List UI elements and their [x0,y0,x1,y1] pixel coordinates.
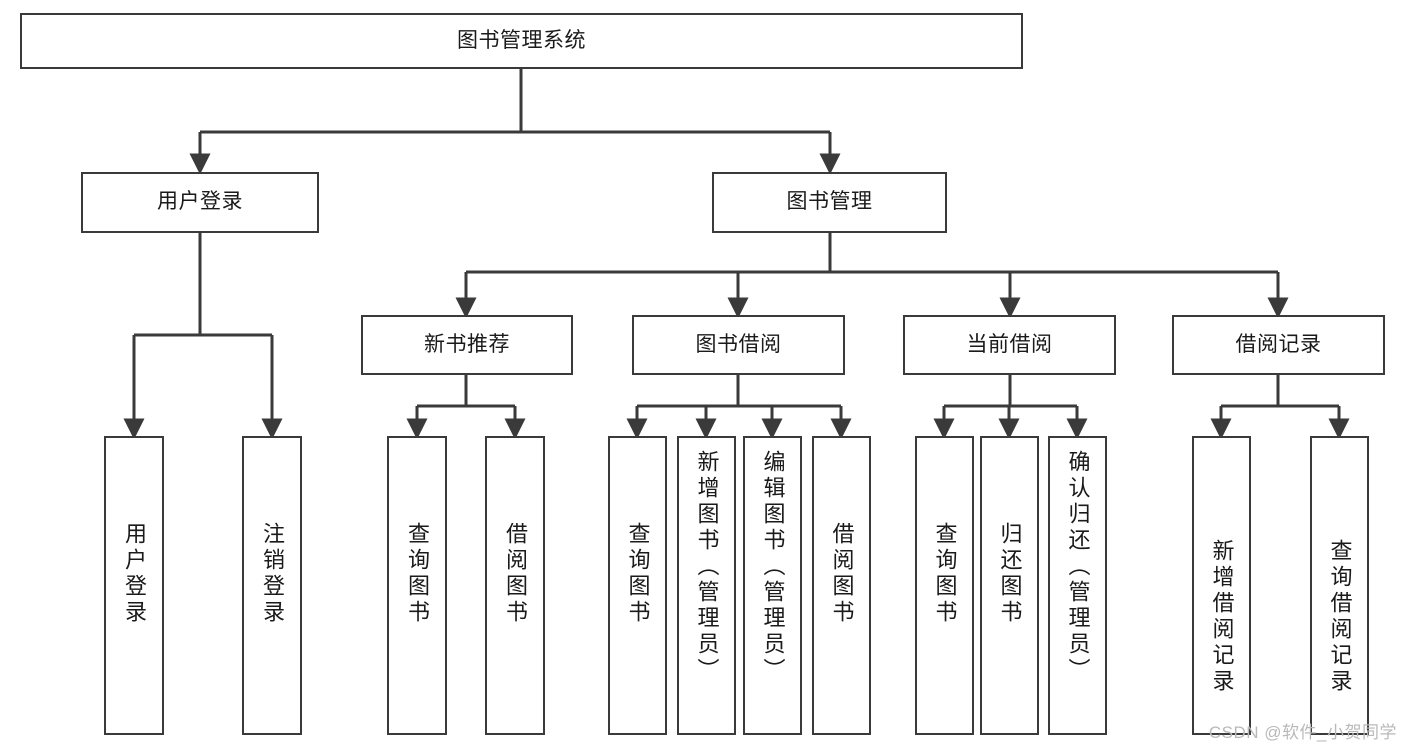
node-book-borrow-label: 图书借阅 [695,332,782,356]
node-borrow-record[interactable]: 借阅记录 [1172,315,1385,375]
leaf-query-record-label: 查询借阅记录 [1327,539,1353,695]
leaf-user-login[interactable]: 用户登录 [104,436,164,735]
leaf-query-book-2-label: 查询图书 [625,522,651,626]
leaf-return-book[interactable]: 归还图书 [980,436,1039,735]
leaf-borrow-book-2-label: 借阅图书 [829,522,855,626]
leaf-add-book-label: 新增图书（管理员） [694,450,720,684]
node-borrow-record-label: 借阅记录 [1235,332,1322,356]
leaf-confirm-return[interactable]: 确认归还（管理员） [1048,436,1107,735]
node-root-label: 图书管理系统 [457,28,586,52]
leaf-query-book-1[interactable]: 查询图书 [387,436,447,735]
leaf-logout[interactable]: 注销登录 [242,436,302,735]
node-new-book-recommend[interactable]: 新书推荐 [361,315,573,375]
leaf-borrow-book-1-label: 借阅图书 [503,522,528,626]
leaf-add-book[interactable]: 新增图书（管理员） [677,436,736,735]
node-user-login[interactable]: 用户登录 [81,172,319,233]
leaf-query-book-3-label: 查询图书 [932,522,958,626]
leaf-borrow-book-1[interactable]: 借阅图书 [485,436,545,735]
leaf-borrow-book-2[interactable]: 借阅图书 [812,436,871,735]
leaf-query-book-2[interactable]: 查询图书 [608,436,667,735]
leaf-user-login-label: 用户登录 [122,522,147,626]
node-book-management[interactable]: 图书管理 [712,172,947,233]
leaf-add-record-label: 新增借阅记录 [1209,539,1235,695]
leaf-confirm-return-label: 确认归还（管理员） [1065,450,1091,684]
csdn-watermark: CSDN @软件_小贺同学 [1208,723,1397,742]
node-current-borrow-label: 当前借阅 [966,332,1053,356]
leaf-query-record[interactable]: 查询借阅记录 [1310,436,1369,735]
leaf-edit-book-label: 编辑图书（管理员） [760,450,786,684]
node-current-borrow[interactable]: 当前借阅 [903,315,1116,375]
leaf-query-book-1-label: 查询图书 [405,522,430,626]
leaf-add-record[interactable]: 新增借阅记录 [1192,436,1251,735]
node-user-login-label: 用户登录 [157,190,243,214]
node-book-management-label: 图书管理 [786,190,873,214]
leaf-edit-book[interactable]: 编辑图书（管理员） [743,436,802,735]
leaf-return-book-label: 归还图书 [997,522,1023,626]
leaf-query-book-3[interactable]: 查询图书 [915,436,974,735]
node-root[interactable]: 图书管理系统 [20,13,1023,69]
node-book-borrow[interactable]: 图书借阅 [632,315,845,375]
leaf-logout-label: 注销登录 [260,522,285,626]
node-new-book-recommend-label: 新书推荐 [424,332,510,356]
